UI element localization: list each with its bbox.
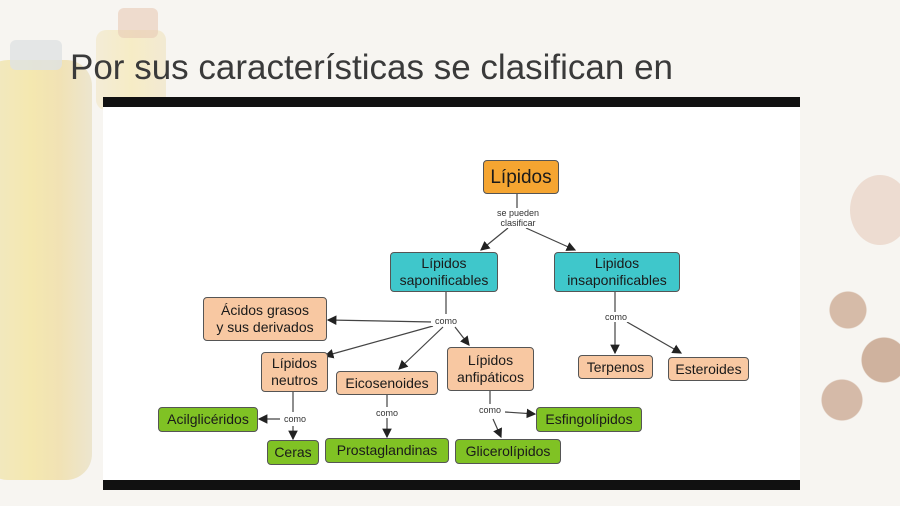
- connector-label-como-insaponificables: como: [601, 312, 631, 322]
- arrow-to-neutros: [323, 325, 434, 359]
- arrow-to-glicerolipidos: [492, 418, 502, 439]
- node-lipidos-insaponificables: Lipidos insaponificables: [554, 252, 680, 292]
- node-terpenos: Terpenos: [578, 355, 653, 379]
- slide-title: Por sus características se clasifican en: [70, 48, 674, 87]
- arrow-to-esfingolipidos: [504, 408, 537, 419]
- node-lipidos-anfipaticos: Lípidos anfipáticos: [447, 347, 534, 391]
- background-nut-light: [850, 175, 900, 245]
- node-eicosenoides: Eicosenoides: [336, 371, 438, 395]
- connector-lines: [257, 194, 683, 441]
- node-esteroides: Esteroides: [668, 357, 749, 381]
- connector-label-como-neutros: como: [280, 414, 310, 424]
- background-bottle-cap: [118, 8, 158, 38]
- arrow-to-acidos: [326, 315, 434, 325]
- background-bottle-neck: [96, 30, 166, 110]
- connector-label-como-eicosenoides: como: [372, 408, 402, 418]
- node-esfingolipidos: Esfingolípidos: [536, 407, 642, 432]
- node-lipidos-saponificables: Lípidos saponificables: [390, 252, 498, 292]
- node-ceras: Ceras: [267, 440, 319, 465]
- connector-label-se-pueden-clasificar: se pueden clasificar: [493, 208, 543, 228]
- node-lipidos-neutros: Lípidos neutros: [261, 352, 328, 392]
- background-bottle-cap-left: [10, 40, 62, 70]
- connector-label-como-anfipaticos: como: [475, 405, 505, 415]
- background-nuts-image: [800, 250, 900, 450]
- node-glicerolipidos: Glicerolípidos: [455, 439, 561, 464]
- background-bottle-image: [0, 60, 92, 480]
- arrow-to-esteroides: [626, 321, 683, 354]
- node-prostaglandinas: Prostaglandinas: [325, 438, 449, 463]
- connector-label-como-saponificables: como: [431, 316, 461, 326]
- arrow-to-anfipaticos: [454, 326, 470, 346]
- concept-map-panel: Lípidos se pueden clasificar Lípidos sap…: [103, 97, 800, 490]
- node-acilgliceridos: Acilglicéridos: [158, 407, 258, 432]
- arrow-to-saponificables: [480, 227, 509, 251]
- node-lipidos: Lípidos: [483, 160, 559, 194]
- arrow-to-insaponificables: [525, 227, 577, 251]
- node-acidos-grasos: Ácidos grasos y sus derivados: [203, 297, 327, 341]
- arrow-to-eicosenoides: [398, 326, 444, 370]
